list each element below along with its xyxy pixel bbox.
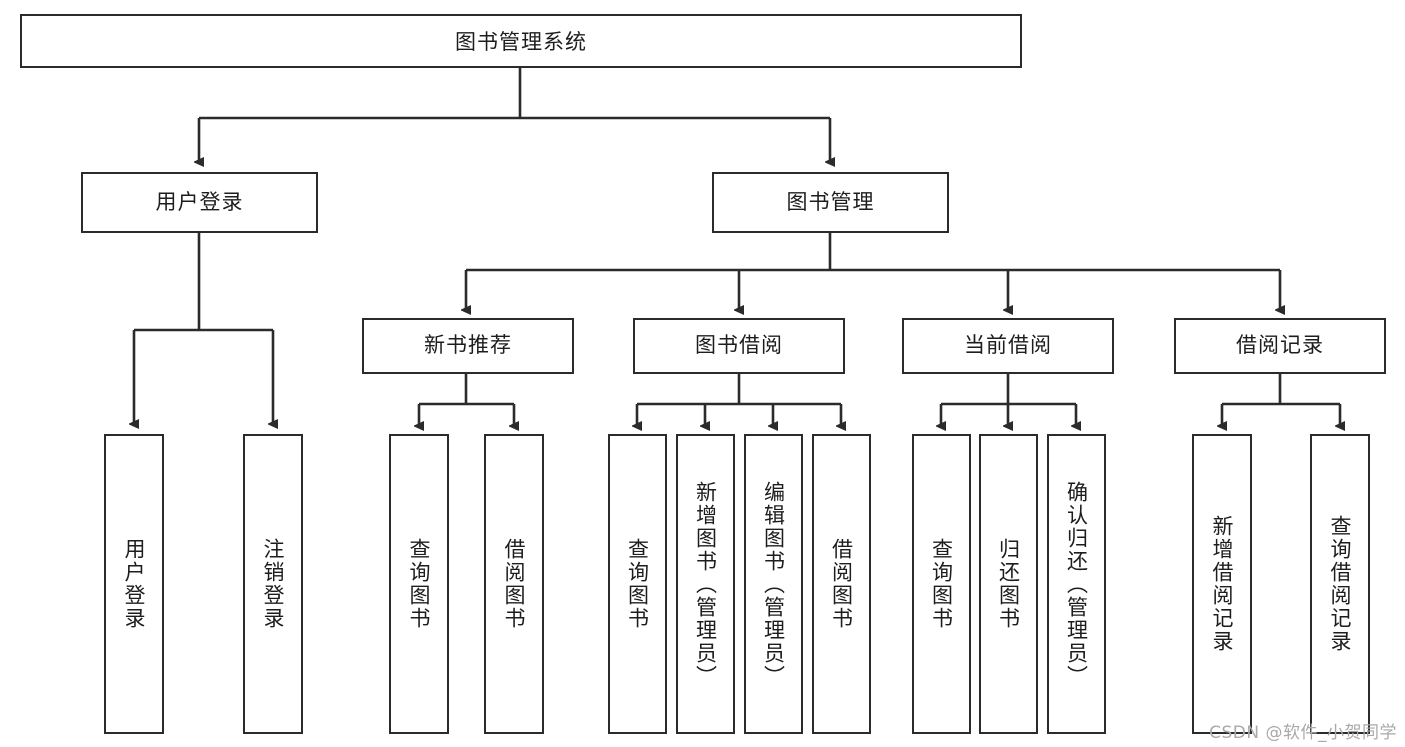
node-borrowing-record[interactable]: 借阅记录 (1174, 318, 1386, 374)
leaf-book-borrow-borrow[interactable]: 借阅图书 (812, 434, 871, 734)
node-current-borrowing[interactable]: 当前借阅 (902, 318, 1114, 374)
node-label: 用户登录 (155, 189, 244, 214)
node-label: 图书管理系统 (455, 30, 587, 54)
leaf-current-borrow-confirm-return[interactable]: 确认归还（管理员） (1047, 434, 1106, 734)
leaf-current-borrow-return[interactable]: 归还图书 (979, 434, 1038, 734)
leaf-user-login-logout[interactable]: 注销登录 (243, 434, 303, 734)
node-label: 查询图书 (625, 538, 650, 630)
node-book-management[interactable]: 图书管理 (712, 172, 949, 233)
leaf-book-borrow-query[interactable]: 查询图书 (608, 434, 667, 734)
leaf-book-borrow-edit[interactable]: 编辑图书（管理员） (744, 434, 803, 734)
node-label: 归还图书 (996, 538, 1021, 630)
leaf-current-borrow-query[interactable]: 查询图书 (912, 434, 971, 734)
leaf-book-borrow-add[interactable]: 新增图书（管理员） (676, 434, 735, 734)
node-root-book-management-system[interactable]: 图书管理系统 (20, 14, 1022, 68)
node-label: 新书推荐 (424, 333, 512, 358)
leaf-new-book-borrow[interactable]: 借阅图书 (484, 434, 544, 734)
node-label: 查询图书 (407, 538, 432, 630)
node-label: 当前借阅 (964, 333, 1052, 358)
leaf-new-book-query[interactable]: 查询图书 (389, 434, 449, 734)
node-label: 编辑图书（管理员） (761, 480, 786, 688)
node-label: 借阅图书 (829, 538, 854, 630)
leaf-user-login-login[interactable]: 用户登录 (104, 434, 164, 734)
node-label: 新增借阅记录 (1210, 515, 1235, 653)
node-new-book-recommendation[interactable]: 新书推荐 (362, 318, 574, 374)
node-label: 注销登录 (261, 538, 286, 630)
node-label: 确认归还（管理员） (1064, 480, 1089, 688)
node-user-login[interactable]: 用户登录 (81, 172, 318, 233)
node-label: 借阅记录 (1236, 333, 1324, 358)
node-label: 查询图书 (929, 538, 954, 630)
node-label: 查询借阅记录 (1328, 515, 1353, 653)
leaf-record-query[interactable]: 查询借阅记录 (1310, 434, 1370, 734)
node-label: 图书借阅 (695, 333, 783, 358)
leaf-record-add[interactable]: 新增借阅记录 (1192, 434, 1252, 734)
node-label: 借阅图书 (502, 538, 527, 630)
node-label: 新增图书（管理员） (693, 480, 718, 688)
node-label: 图书管理 (786, 189, 875, 214)
node-book-borrowing[interactable]: 图书借阅 (633, 318, 845, 374)
node-label: 用户登录 (122, 538, 147, 630)
